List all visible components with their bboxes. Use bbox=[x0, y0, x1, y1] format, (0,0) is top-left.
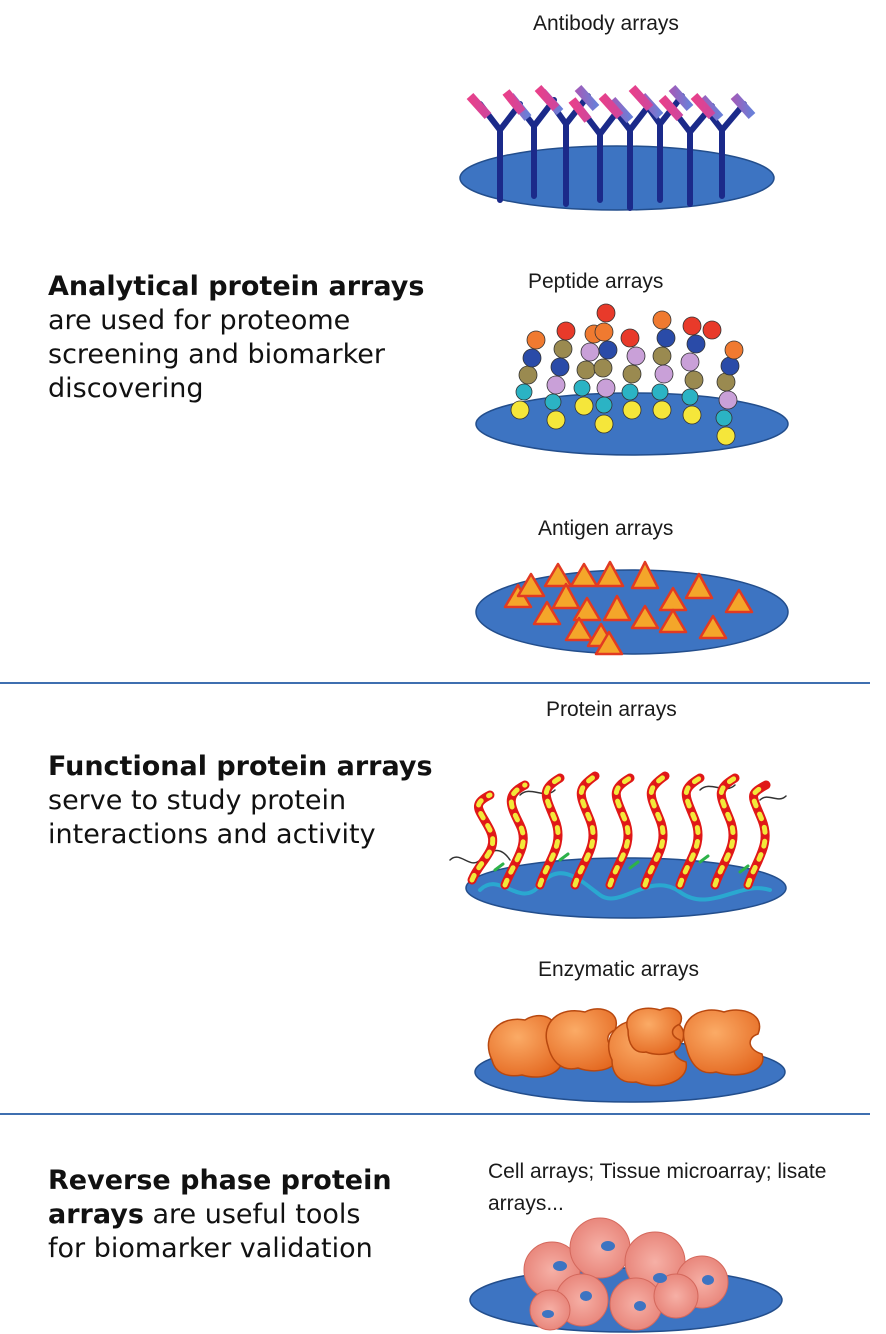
enzymatic-array-icon bbox=[474, 1007, 786, 1103]
cell-array-icon bbox=[469, 1217, 783, 1333]
functional-arrays-title: Functional protein arrays bbox=[48, 751, 433, 782]
protein-array-icon bbox=[449, 771, 787, 919]
antibody-array-icon bbox=[459, 84, 775, 211]
reverse-phase-arrays-description: Reverse phase protein arrays are useful … bbox=[48, 1164, 393, 1266]
antibody-arrays-label: Antibody arrays bbox=[533, 12, 679, 35]
functional-arrays-description: Functional protein arrays serve to study… bbox=[48, 750, 433, 852]
peptide-array-icon bbox=[475, 303, 789, 456]
analytical-arrays-title: Analytical protein arrays bbox=[48, 271, 425, 302]
analytical-arrays-description: Analytical protein arrays are used for p… bbox=[48, 270, 438, 406]
peptide-arrays-label: Peptide arrays bbox=[528, 270, 664, 293]
antigen-arrays-label: Antigen arrays bbox=[538, 517, 674, 540]
cell-arrays-label: Cell arrays; Tissue microarray; lisate a… bbox=[488, 1160, 827, 1215]
reverse-phase-arrays-title: Reverse phase protein arrays bbox=[48, 1165, 392, 1230]
slide-ellipse bbox=[459, 145, 775, 211]
section-divider bbox=[0, 1113, 870, 1115]
functional-arrays-text: serve to study protein interactions and … bbox=[48, 785, 376, 850]
protein-arrays-label: Protein arrays bbox=[546, 698, 677, 721]
enzymatic-arrays-label: Enzymatic arrays bbox=[538, 958, 700, 981]
analytical-arrays-text: are used for proteome screening and biom… bbox=[48, 305, 385, 404]
reverse-phase-arrays-text: are useful tools for biomarker validatio… bbox=[48, 1199, 373, 1264]
antigen-array-icon bbox=[475, 560, 789, 656]
section-divider bbox=[0, 682, 870, 684]
